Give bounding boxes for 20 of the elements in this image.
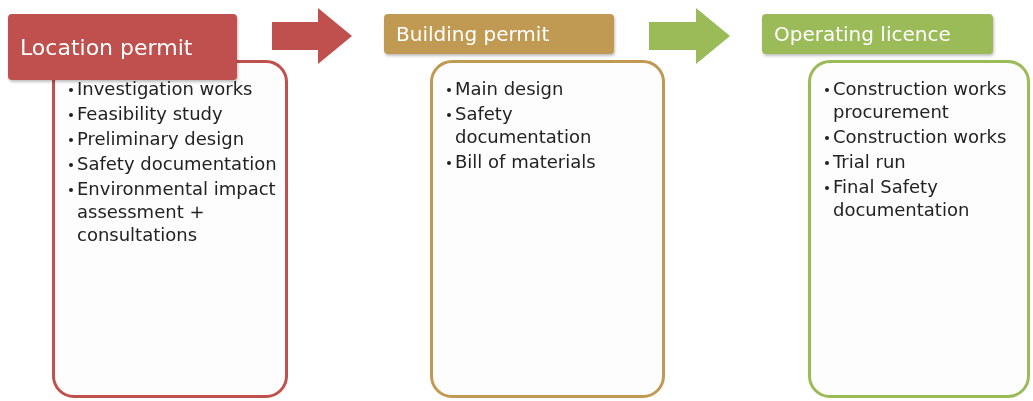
task-item: Feasibility study: [77, 102, 223, 125]
stage-header: Building permit: [384, 14, 614, 54]
task-card: [808, 60, 1030, 398]
task-card: [52, 60, 288, 398]
task-card: [430, 60, 665, 398]
block-arrow: [649, 8, 730, 64]
block-arrow: [272, 8, 352, 64]
task-item: Bill of materials: [455, 150, 596, 173]
task-item: Safety documentation: [77, 152, 277, 175]
task-item: Safety documentation: [455, 102, 593, 148]
task-item: Preliminary design: [77, 127, 245, 150]
stage-header: Location permit: [8, 14, 237, 80]
task-item: Main design: [455, 77, 564, 100]
stage-header: Operating licence: [762, 14, 993, 54]
task-item: Environmental impact assessment + consultations: [77, 177, 277, 246]
task-item: Construction works: [833, 125, 1007, 148]
task-item: Construction works procurement: [833, 77, 1008, 123]
task-item: Investigation works: [77, 77, 253, 100]
task-item: Trial run: [833, 150, 906, 173]
task-item: Final Safety documentation: [833, 175, 971, 221]
